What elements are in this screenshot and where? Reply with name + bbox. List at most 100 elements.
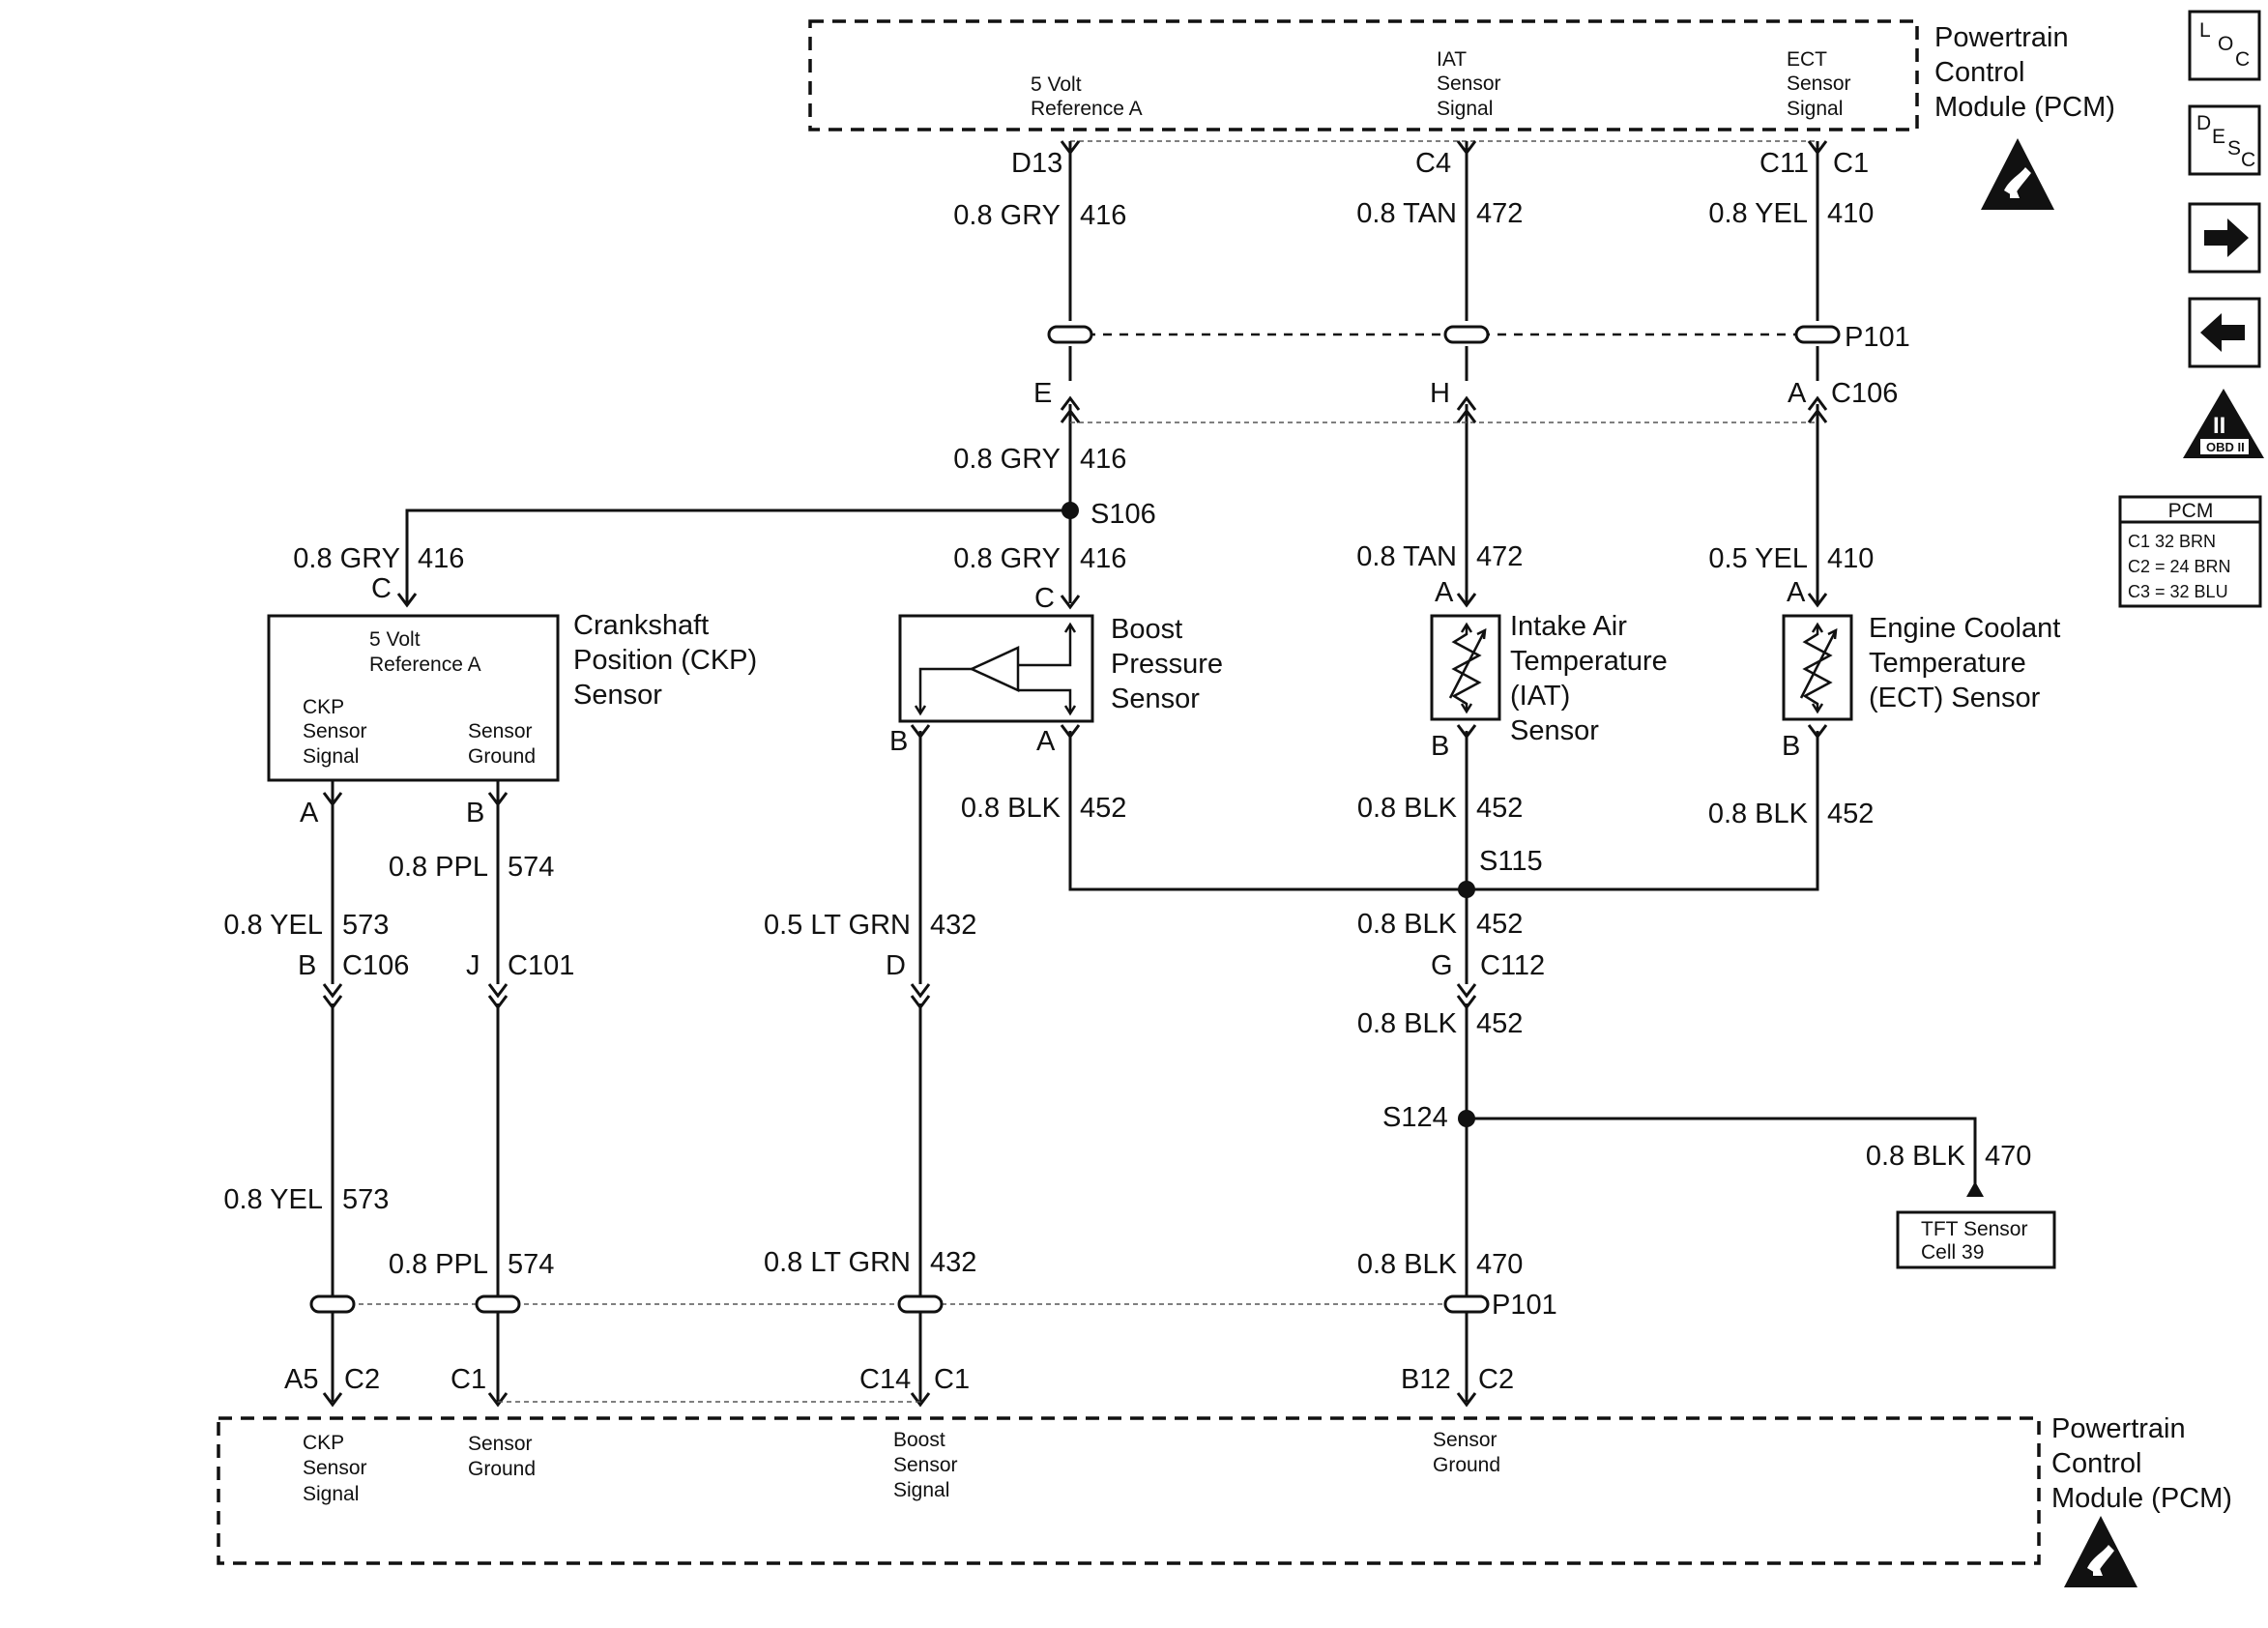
desc-button[interactable]: D E S C [2188, 104, 2261, 176]
pcm-top-pin-ect-2: Sensor [1787, 73, 1851, 95]
label-ltgrn-432-bot-color: 0.8 LT GRN [764, 1247, 911, 1278]
arrow-left-icon[interactable] [2188, 297, 2261, 368]
boost-sensor: C Boost Pressure Sensor B A [889, 583, 1223, 757]
label-tan-472-iat-color: 0.8 TAN [1356, 541, 1457, 572]
pcm-bot-pin-boost-3: Signal [893, 1479, 949, 1501]
label-ppl-574-top-circuit: 574 [508, 852, 554, 883]
label-tan-472-top-circuit: 472 [1476, 198, 1523, 229]
pcm-top-pin-ref-1: 5 Volt [1031, 73, 1082, 96]
c106-top-name: C106 [1831, 378, 1898, 409]
iat-sensor: A Intake Air Temperature (IAT) Sensor B [1430, 577, 1668, 762]
label-gry-416-top-circuit: 416 [1080, 200, 1126, 231]
label-ltgrn-432-bot-circuit: 432 [930, 1247, 976, 1278]
label-ppl-574-bot-color: 0.8 PPL [389, 1249, 488, 1280]
p101-bottom-plug-3 [897, 1294, 944, 1314]
boost-name-2: Pressure [1111, 649, 1223, 680]
wires [331, 141, 1984, 1402]
label-blk-470-bot-circuit: 470 [1476, 1249, 1523, 1280]
pcm-top-pin-iat-1: IAT [1437, 48, 1467, 71]
c106-top-term-a [1807, 395, 1828, 423]
ect-terminal-a [1807, 593, 1828, 608]
loc-button[interactable]: L O C [2188, 10, 2261, 81]
pcm-bot-pin-c14: C14 [859, 1364, 911, 1395]
splice-s115-label: S115 [1479, 846, 1543, 877]
wire-gry-416-to-ckp [405, 509, 1070, 603]
pcm-bot-conn-c1: C1 [934, 1364, 970, 1395]
ckp-sig-3: Signal [303, 745, 359, 768]
label-blk-452-ect-circuit: 452 [1827, 799, 1874, 829]
label-blk-452-s115-circuit: 452 [1476, 909, 1523, 940]
c101-name: C101 [508, 950, 574, 981]
splice-s106-dot [1061, 502, 1079, 519]
p101-bottom: P101 [309, 1290, 1557, 1321]
boost-name-1: Boost [1111, 614, 1182, 645]
ground-labels: 0.8 BLK 452 0.8 BLK 452 0.8 BLK 452 S115… [961, 793, 2056, 1269]
pcm-top-pin-ect-3: Signal [1787, 98, 1843, 120]
iat-terminal-b [1456, 724, 1477, 740]
iat-name-3: (IAT) [1510, 681, 1570, 712]
tft-sensor-box [1896, 1210, 2056, 1269]
pcm-top-conn-d13: D13 [1011, 148, 1062, 179]
pcm-bot-terminal-c1 [487, 1392, 509, 1408]
pcm-bot-conn-c2b: C2 [1478, 1364, 1514, 1395]
c106-bottom-terminal [322, 983, 343, 1010]
ckp-pin-c: C [371, 573, 392, 604]
wire-labels-top: 0.8 GRY 416 0.8 TAN 472 0.8 YEL 410 0.8 … [293, 198, 1874, 574]
esd-warning-icon [2064, 1516, 2137, 1587]
label-gry-416-mid-color: 0.8 GRY [953, 444, 1061, 475]
ect-name-3: (ECT) Sensor [1869, 683, 2041, 713]
label-ppl-574-top-color: 0.8 PPL [389, 852, 488, 883]
label-yel-573-top-circuit: 573 [342, 910, 389, 941]
ckp-terminal-a [322, 792, 343, 807]
ckp-ref-2: Reference A [369, 654, 481, 676]
arrow-right-icon[interactable] [2188, 202, 2261, 274]
desc-letter-e: E [2212, 126, 2225, 148]
side-nav: L O C D E S C II OBD II [2183, 10, 2264, 458]
desc-letter-c: C [2241, 149, 2255, 171]
label-gry-416-mid-circuit: 416 [1080, 444, 1126, 475]
pcm-bot-pin-ckp-1: CKP [303, 1432, 344, 1454]
p101-top-plug-3 [1794, 325, 1841, 344]
label-blk-452-ect-color: 0.8 BLK [1708, 799, 1809, 829]
label-blk-452-iat-color: 0.8 BLK [1357, 793, 1458, 824]
pcm-top-pin-iat-2: Sensor [1437, 73, 1501, 95]
splice-s124-dot [1458, 1110, 1475, 1127]
boost-terminal-a [1060, 724, 1081, 740]
d-pin-label: D [886, 950, 906, 981]
p101-bottom-plug-2 [475, 1294, 521, 1314]
boost-terminal-c [1060, 595, 1081, 610]
obd-roman-ii: II [2213, 413, 2225, 439]
p101-bottom-plug-4 [1443, 1294, 1490, 1314]
lower-left-labels: 0.8 PPL 574 0.8 YEL 573 0.5 LT GRN 432 B… [223, 852, 1523, 1280]
label-yel-410-top-circuit: 410 [1827, 198, 1874, 229]
pcm-bot-pin-a5: A5 [284, 1364, 318, 1395]
pcm-bot-title-1: Powertrain [2051, 1413, 2186, 1444]
pcm-bot-pin-ckp-3: Signal [303, 1483, 359, 1505]
pcm-table-row-c3: C3 = 32 BLU [2128, 582, 2228, 601]
loc-letter-l: L [2199, 19, 2211, 42]
desc-letter-s: S [2227, 137, 2241, 160]
iat-pin-a: A [1435, 577, 1454, 608]
amplifier-icon [914, 622, 1077, 716]
loc-letter-c: C [2235, 48, 2250, 71]
pcm-bot-conn-c2: C2 [344, 1364, 380, 1395]
ckp-sig-1: CKP [303, 696, 344, 718]
pcm-top-pin-ect-1: ECT [1787, 48, 1827, 71]
p101-bottom-label: P101 [1492, 1290, 1557, 1321]
pcm-bot-title-2: Control [2051, 1448, 2142, 1479]
pcm-table-row-c1: C1 32 BRN [2128, 532, 2216, 551]
pcm-bot-pin-b12: B12 [1401, 1364, 1451, 1395]
thermistor-icon [1799, 622, 1838, 714]
iat-name-4: Sensor [1510, 715, 1599, 746]
d-pin-terminal [910, 983, 931, 1010]
boost-pin-a: A [1036, 726, 1056, 757]
boost-pin-c: C [1034, 583, 1055, 614]
ckp-name-1: Crankshaft [573, 610, 709, 641]
c112-terminal [1456, 983, 1477, 1010]
wire-blk-452-bus [1068, 731, 1819, 891]
wire-blk-470-tft [1467, 1117, 1977, 1191]
pcm-bot-title-3: Module (PCM) [2051, 1483, 2232, 1514]
splice-s124-label: S124 [1382, 1102, 1448, 1133]
label-gry-416-boost-circuit: 416 [1080, 543, 1126, 574]
